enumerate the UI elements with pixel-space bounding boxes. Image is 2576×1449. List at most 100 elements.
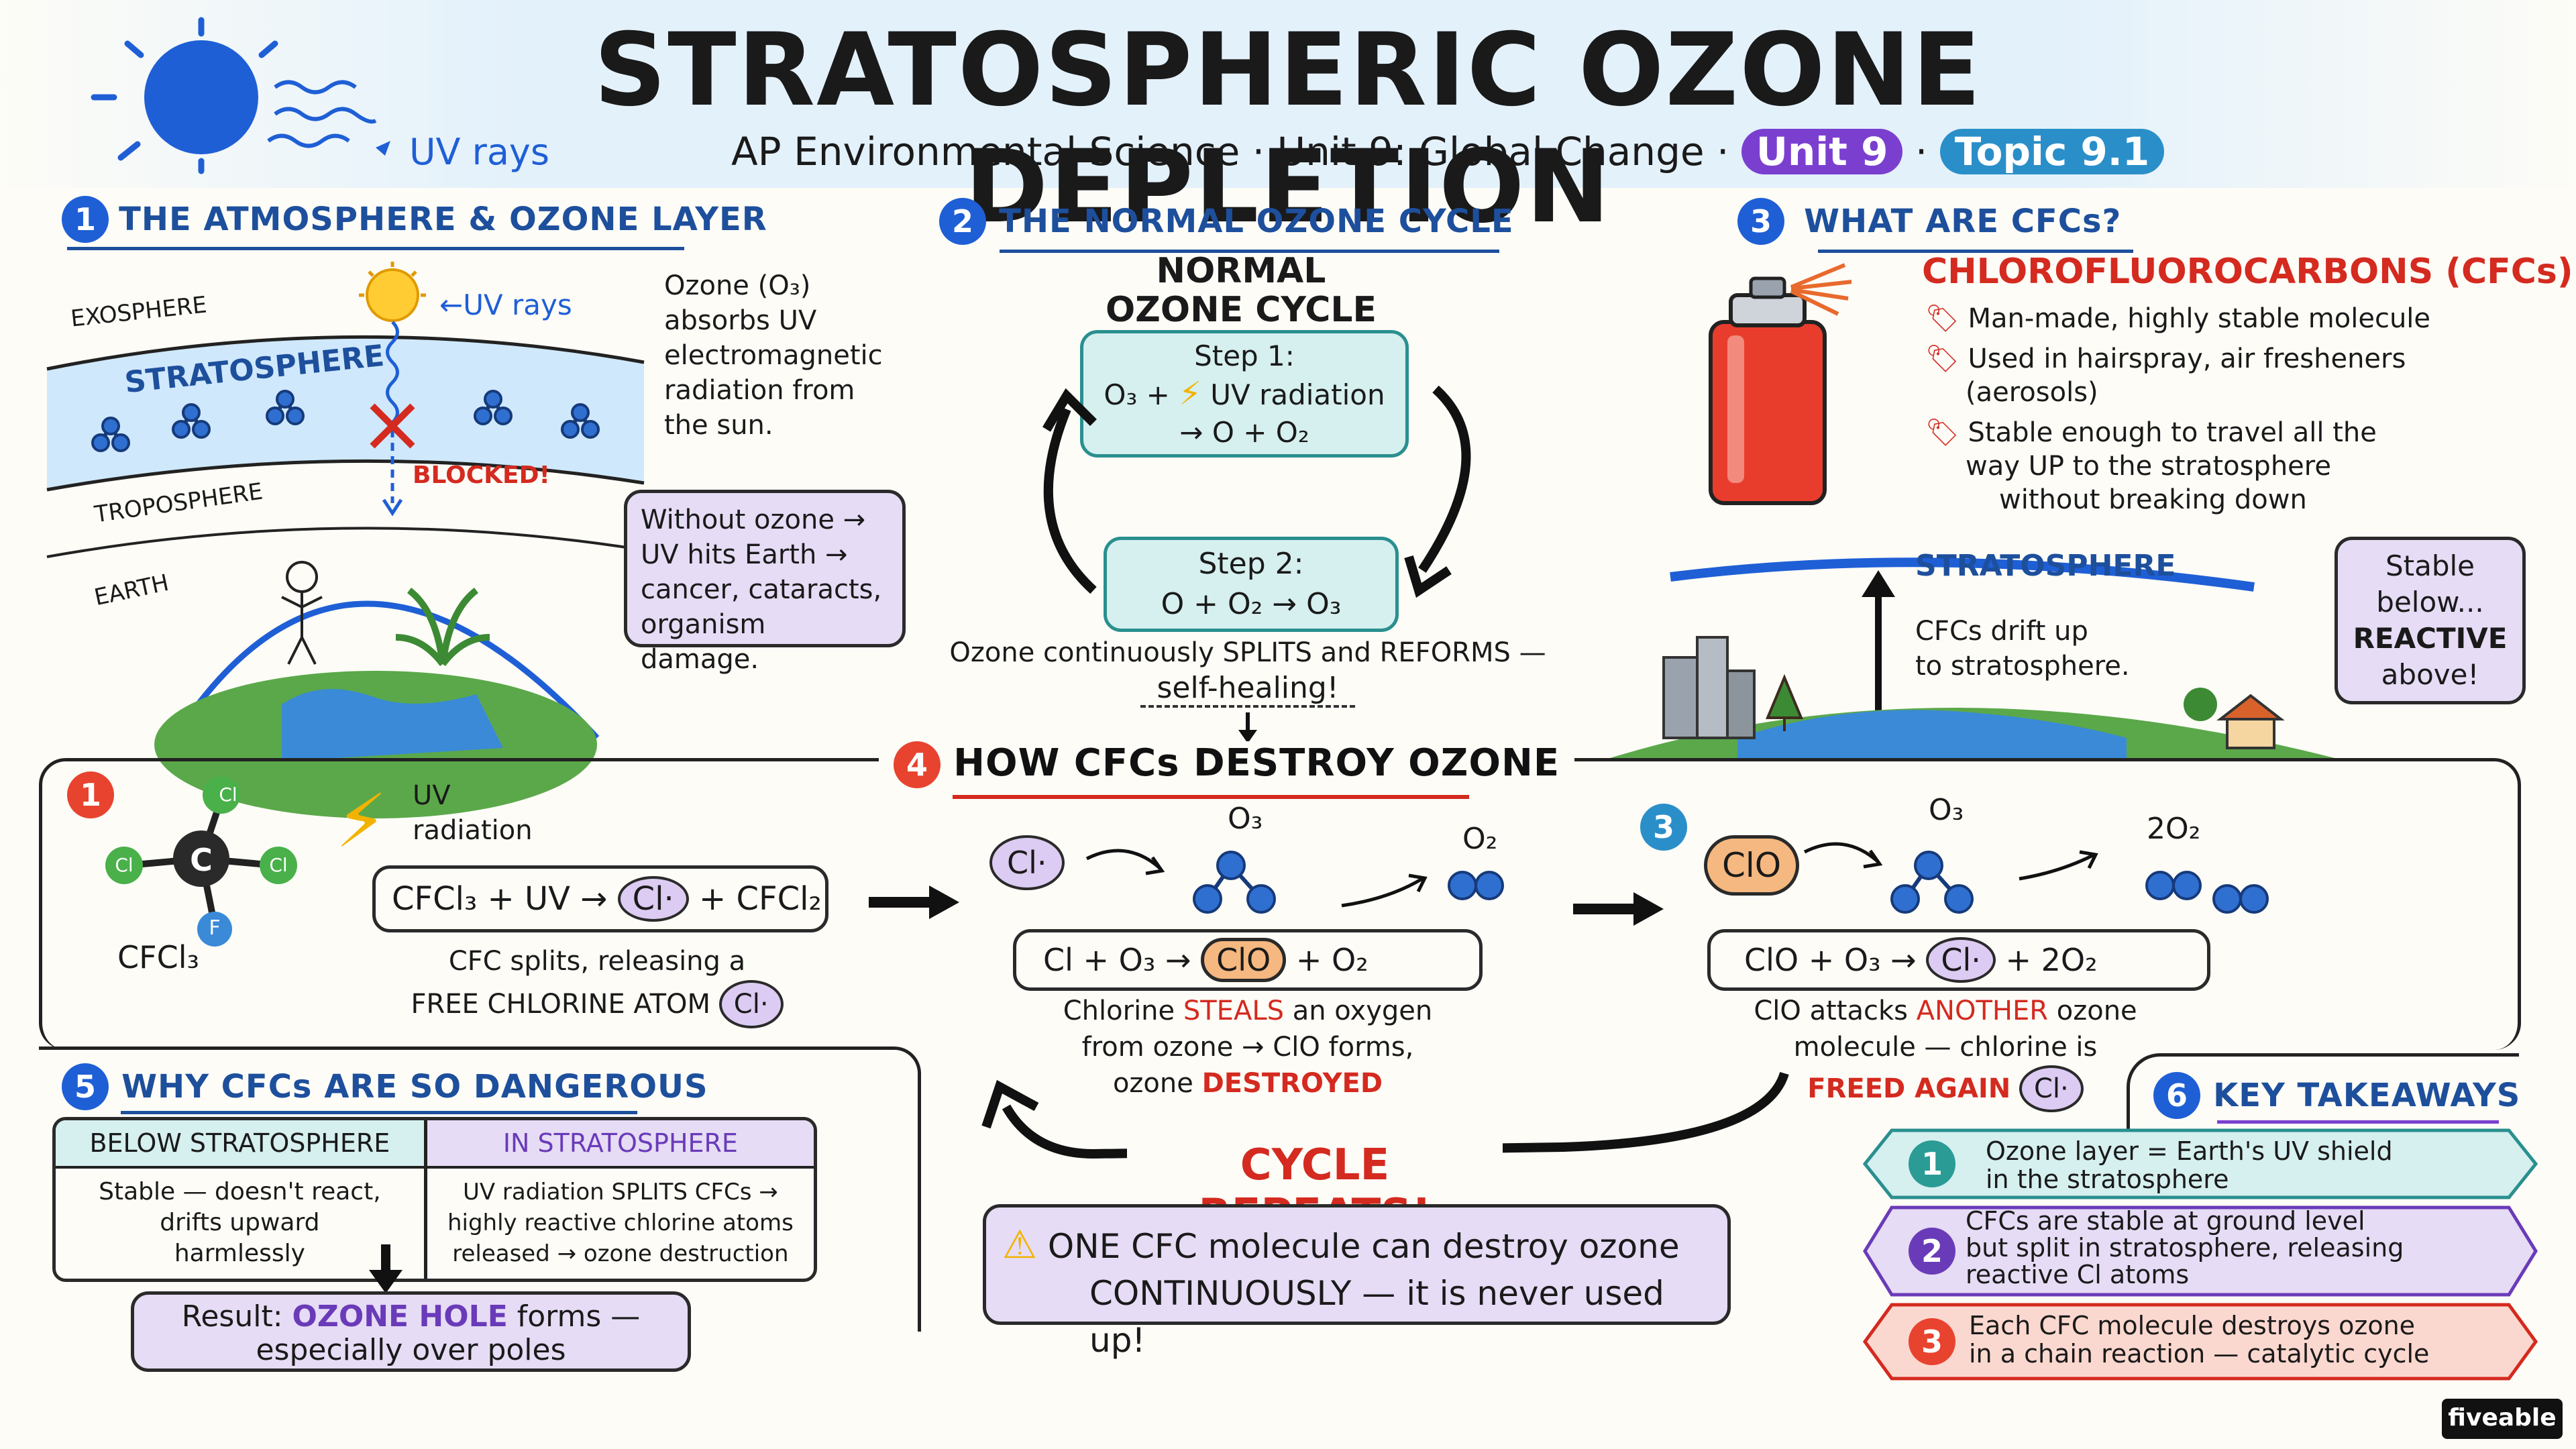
cfc-bullet: 🏷 Man-made, highly stable molecule bbox=[1925, 303, 2431, 334]
spray-can-icon bbox=[1709, 263, 1852, 505]
cfc-split-caption: CFC splits, releasing a FREE CHLORINE AT… bbox=[335, 943, 859, 1028]
blocked-label: BLOCKED! bbox=[413, 462, 550, 489]
cl-atom-top: Cl bbox=[219, 784, 237, 806]
cycle-repeat-arrow bbox=[981, 1071, 1789, 1159]
takeaway-1-number: 1 bbox=[1909, 1140, 1955, 1187]
uv-rays-label: ←UV rays bbox=[439, 288, 572, 321]
takeaway-ribbons bbox=[1862, 1128, 2538, 1381]
s4-cl-radical: Cl· bbox=[989, 835, 1065, 890]
section-4-underline bbox=[953, 795, 1469, 799]
s4-step3-o3-label: O₃ bbox=[1929, 793, 1964, 827]
ozone-molecules bbox=[91, 390, 600, 452]
takeaway-2-number: 2 bbox=[1909, 1228, 1955, 1275]
atmosphere-diagram bbox=[46, 262, 645, 818]
ozone-hole-result: Result: OZONE HOLE forms — especially ov… bbox=[131, 1291, 691, 1372]
uv-lightning-icon: ⚡ bbox=[335, 778, 388, 864]
c-atom: C bbox=[190, 842, 213, 878]
chlorine-radical: Cl· bbox=[1926, 937, 1996, 983]
lightning-icon: ⚡ bbox=[1179, 375, 1201, 413]
f-atom: F bbox=[209, 916, 221, 940]
arrow-right-1 bbox=[869, 885, 959, 919]
down-arrow-small bbox=[1238, 712, 1257, 743]
chlorine-radical: Cl· bbox=[718, 980, 784, 1028]
tag-icon: 🏷 bbox=[1925, 343, 1960, 374]
page-title: STRATOSPHERIC OZONE DEPLETION bbox=[594, 12, 1982, 246]
danger-comparison-table: BELOW STRATOSPHERE Stable — doesn't reac… bbox=[52, 1117, 817, 1282]
takeaway-3-text: Each CFC molecule destroys ozone in a ch… bbox=[1969, 1311, 2430, 1368]
chlorine-radical: Cl· bbox=[617, 876, 689, 922]
below-stratosphere-col: BELOW STRATOSPHERE Stable — doesn't reac… bbox=[56, 1120, 427, 1279]
in-stratosphere-head: IN STRATOSPHERE bbox=[427, 1120, 814, 1169]
cl-atom-right: Cl bbox=[269, 854, 288, 876]
section-1-title: THE ATMOSPHERE & OZONE LAYER bbox=[119, 201, 767, 238]
tag-icon: 🏷 bbox=[1925, 417, 1960, 448]
stratosphere-label-s3: STRATOSPHERE bbox=[1915, 549, 2176, 583]
warning-icon: ⚠ bbox=[1002, 1222, 1037, 1267]
section-2-title: THE NORMAL OZONE CYCLE bbox=[999, 203, 1514, 240]
chlorine-steals-equation: Cl + O₃ → ClO + O₂ bbox=[1013, 929, 1483, 991]
header-uv-label: UV rays bbox=[409, 131, 550, 173]
section-4-title: HOW CFCs DESTROY OZONE bbox=[953, 741, 1560, 785]
subtitle-text: AP Environmental Science · Unit 9: Globa… bbox=[731, 129, 1729, 174]
s4-step2-o3-label: O₃ bbox=[1228, 802, 1263, 836]
section-6-title: KEY TAKEAWAYS bbox=[2213, 1077, 2521, 1114]
section-6-frame bbox=[2127, 1053, 2519, 1137]
s4-step1-number: 1 bbox=[67, 771, 114, 818]
cfc-molecule-diagram bbox=[105, 776, 297, 947]
cfc-heading: CHLOROFLUOROCARBONS (CFCs) bbox=[1922, 252, 2573, 292]
self-healing-label: self-healing! bbox=[1140, 671, 1355, 708]
in-stratosphere-col: IN STRATOSPHERE UV radiation SPLITS CFCs… bbox=[427, 1120, 814, 1279]
stable-reactive-callout: Stable below... REACTIVE above! bbox=[2334, 537, 2526, 704]
section-3-underline bbox=[1818, 250, 2133, 253]
section-2-header: 2 THE NORMAL OZONE CYCLE bbox=[939, 198, 1514, 245]
unit-badge: Unit 9 bbox=[1741, 129, 1903, 174]
chlorine-steals-caption: Chlorine STEALS an oxygen from ozone → C… bbox=[1063, 996, 1433, 1099]
section-2-underline bbox=[1000, 250, 1499, 253]
section-1-number: 1 bbox=[62, 196, 109, 243]
section-6-underline bbox=[2217, 1120, 2499, 1124]
takeaway-1-text: Ozone layer = Earth's UV shield in the s… bbox=[1986, 1136, 2393, 1194]
cfc-bullet: 🏷 Used in hairspray, air fresheners (aer… bbox=[1925, 343, 2406, 408]
section-1-underline bbox=[67, 247, 684, 250]
s4-step3-molecules bbox=[1803, 842, 2269, 914]
step1-box: Step 1: O₃ + ⚡ UV radiation → O + O₂ bbox=[1080, 330, 1409, 458]
cl-atom-left: Cl bbox=[115, 854, 133, 876]
s4-step2-molecules bbox=[1085, 849, 1504, 914]
section-5-frame bbox=[39, 1046, 921, 1332]
section-3-header: 3 WHAT ARE CFCs? bbox=[1737, 198, 2121, 245]
step2-box: Step 2: O + O₂ → O₃ bbox=[1104, 537, 1399, 632]
warning-box: ⚠ ONE CFC molecule can destroy ozone CON… bbox=[983, 1204, 1731, 1360]
subtitle-row: AP Environmental Science · Unit 9: Globa… bbox=[731, 129, 2165, 174]
section-6-number: 6 bbox=[2153, 1072, 2200, 1119]
section-3-title: WHAT ARE CFCs? bbox=[1804, 203, 2122, 240]
result-down-arrow bbox=[369, 1244, 402, 1293]
section-5-header: 5 WHY CFCs ARE SO DANGEROUS bbox=[62, 1063, 708, 1110]
section-5-title: WHY CFCs ARE SO DANGEROUS bbox=[121, 1068, 708, 1106]
section-4-number: 4 bbox=[894, 741, 941, 788]
cl-freed-equation: ClO + O₃ → Cl· + 2O₂ bbox=[1707, 929, 2210, 991]
arrow-right-2 bbox=[1573, 892, 1664, 926]
cl-freed-caption: ClO attacks ANOTHER ozone molecule — chl… bbox=[1677, 993, 2214, 1112]
section-6-header: 6 KEY TAKEAWAYS bbox=[2153, 1072, 2520, 1119]
section-5-underline bbox=[121, 1111, 637, 1114]
cfc-bullet: 🏷 Stable enough to travel all the way UP… bbox=[1925, 417, 2377, 515]
cfc-formula-label: CFCl₃ bbox=[117, 939, 199, 975]
section-2-number: 2 bbox=[939, 198, 986, 245]
no-ozone-callout: Without ozone → UV hits Earth → cancer, … bbox=[624, 490, 906, 675]
sun-icon bbox=[91, 17, 390, 174]
section-5-number: 5 bbox=[62, 1063, 109, 1110]
cycle-caption: Ozone continuously SPLITS and REFORMS — bbox=[949, 637, 1546, 668]
ozone-absorbs-text: Ozone (O₃) absorbs UV electromagnetic ra… bbox=[664, 270, 883, 441]
cfc-bullets: 🏷 Man-made, highly stable molecule 🏷 Use… bbox=[1925, 302, 2430, 517]
tag-icon: 🏷 bbox=[1925, 303, 1960, 334]
s4-step3-number: 3 bbox=[1640, 804, 1687, 851]
cfc-drift-text: CFCs drift up to stratosphere. bbox=[1915, 616, 2130, 682]
cycle-arrows bbox=[1042, 385, 1471, 598]
stratosphere-drift-diagram bbox=[1610, 557, 2334, 758]
uv-radiation-label: UV radiation bbox=[413, 780, 533, 846]
section-4-header: 4 HOW CFCs DESTROY OZONE bbox=[879, 741, 1575, 788]
takeaway-3-number: 3 bbox=[1909, 1318, 1955, 1365]
s4-clo-bubble: ClO bbox=[1704, 835, 1800, 896]
takeaway-2-text: CFCs are stable at ground level but spli… bbox=[1966, 1206, 2404, 1289]
section-1-header: 1 THE ATMOSPHERE & OZONE LAYER bbox=[62, 196, 767, 243]
